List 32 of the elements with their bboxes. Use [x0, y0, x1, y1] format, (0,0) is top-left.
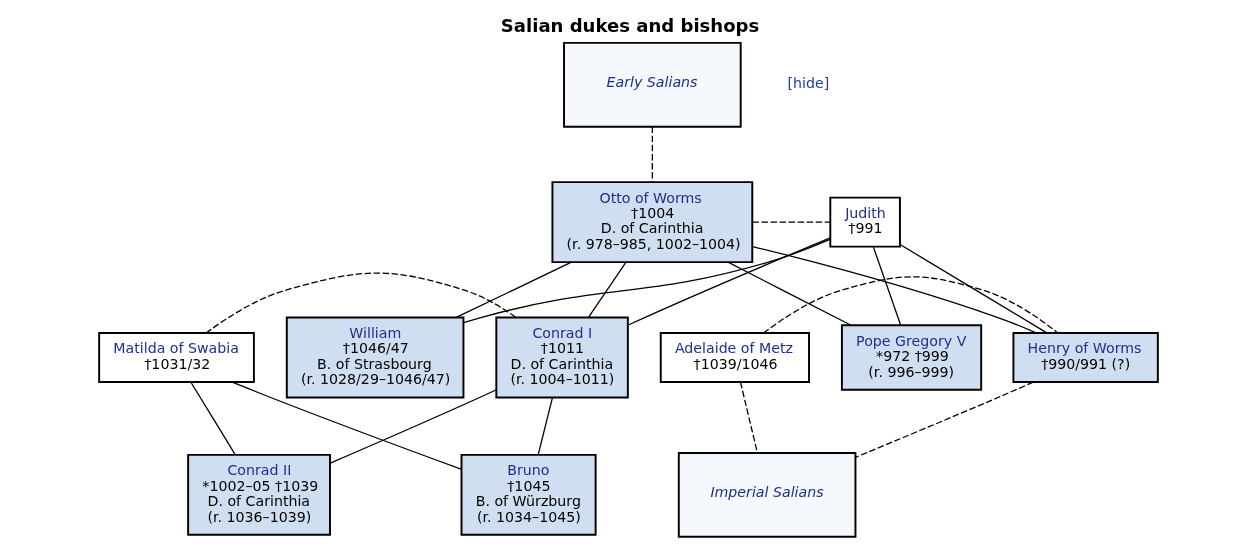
- node-box: Henry of Worms †990/991 (?): [1012, 332, 1159, 383]
- connector: [190, 381, 236, 456]
- node-box: William †1046/47 B. of Strasbourg (r. 1028/29–1046/47): [285, 316, 465, 399]
- node-box: Pope Gregory V *972 †999 (r. 996–999): [840, 324, 983, 391]
- connector: [329, 389, 497, 464]
- node-box: Otto of Worms †1004 D. of Carinthia (r. 978–985, 1002–1004): [551, 181, 754, 264]
- connector: [854, 381, 1034, 458]
- diagram-title: Salian dukes and bishops: [500, 14, 760, 36]
- node-box: Judith †991: [829, 196, 901, 248]
- connector: [751, 221, 831, 223]
- label: [hide]: [787, 75, 830, 92]
- connector: [627, 237, 831, 326]
- node-box: Adelaide of Metz †1039/1046: [659, 332, 810, 383]
- connector: [462, 238, 831, 324]
- connector: [588, 261, 627, 318]
- node-box: Conrad II *1002–05 †1039 D. of Carinthia (r. 1036–1039): [187, 453, 331, 536]
- node-box: Matilda of Swabia †1031/32: [98, 332, 255, 383]
- connector: [763, 276, 1059, 334]
- connector: [537, 397, 554, 456]
- connector: [651, 126, 653, 183]
- node-box: Conrad I †1011 D. of Carinthia (r. 1004–1011): [495, 316, 629, 399]
- connector: [231, 381, 462, 470]
- connector: [752, 245, 1037, 334]
- connector: [455, 261, 573, 319]
- connector: [727, 261, 852, 326]
- connector: [205, 272, 517, 334]
- node-box: Imperial Salians: [677, 452, 857, 538]
- connector: [872, 246, 902, 326]
- connector: [899, 243, 1048, 334]
- node-box: Early Salians: [563, 41, 742, 128]
- node-box: Bruno †1045 B. of Würzburg (r. 1034–1045): [460, 453, 597, 536]
- connector: [739, 381, 759, 454]
